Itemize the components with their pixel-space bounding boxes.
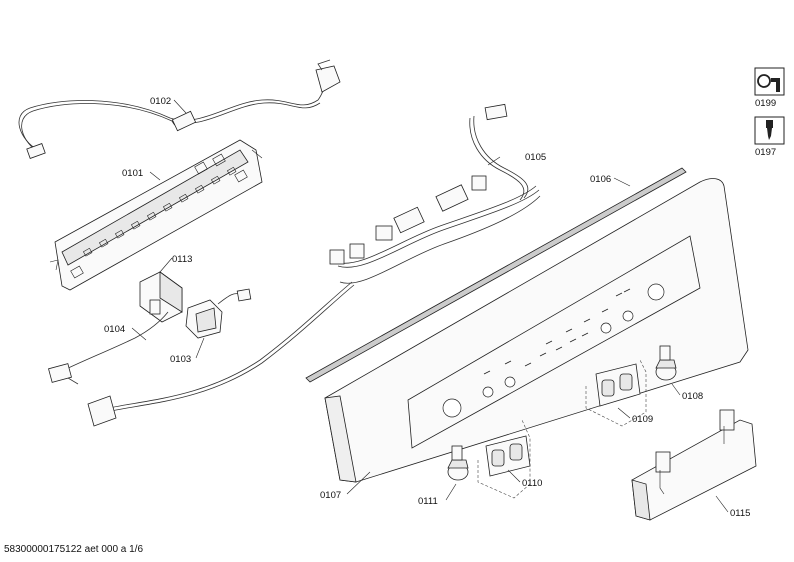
knob-0108 [655,345,677,381]
callout-0103: 0103 [170,354,191,365]
button-block-0109 [585,359,647,427]
callout-0104: 0104 [104,324,125,335]
bracket-0115 [631,409,757,521]
button-block-0110 [477,419,531,499]
callout-0111: 0111 [418,496,438,507]
callout-0102: 0102 [150,96,171,107]
cable-0104 [48,281,355,427]
document-id-footer: 58300000175122 aet 000 a 1/6 [4,544,144,555]
callout-0108: 0108 [682,391,703,402]
control-module-0101 [49,139,263,291]
callout-0101: 0101 [122,168,143,179]
callout-0113: 0113 [172,254,192,265]
callout-0105: 0105 [525,152,546,163]
callout-0110: 0110 [522,478,542,489]
callout-0109: 0109 [632,414,653,425]
callout-0106: 0106 [590,174,611,185]
callout-0115: 0115 [730,508,750,519]
screwdriver-tool-icon [754,116,785,145]
wrench-tool-icon [754,67,785,96]
callout-0107: 0107 [320,490,341,501]
seal-strip-0106 [305,167,687,383]
switch-bracket-0113 [139,271,183,323]
leader-lines [131,99,729,513]
control-panel-fascia-0107 [324,178,749,483]
wiring-harness-0102 [18,59,341,159]
knob-0111 [447,445,469,481]
callout-0199: 0199 [755,98,776,109]
callout-0197: 0197 [755,147,776,158]
cable-loom-0105 [329,103,541,284]
door-switch-0103 [185,288,252,339]
callout-labels: 0102 0101 0105 0106 0113 0104 0103 0107 … [104,96,776,519]
